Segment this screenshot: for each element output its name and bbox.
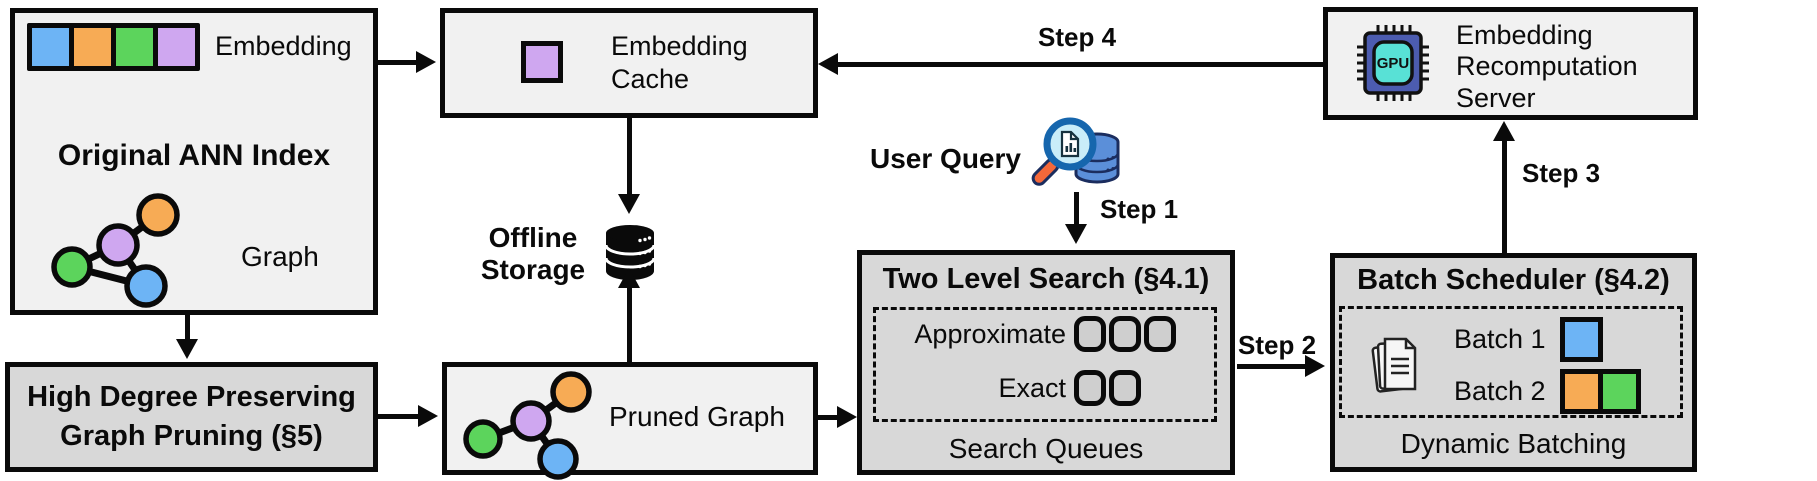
step1-label: Step 1 [1100,194,1179,224]
arrow-step1-head [1065,224,1087,244]
step2-label: Step 2 [1238,330,1317,360]
arrow-pruned-to-search-line [818,415,840,420]
embedding-swatch-blue [32,28,69,66]
graph-pruning-title: High Degree Preserving Graph Pruning (§5… [27,380,356,452]
two-level-search-box: Two Level Search (§4.1) Approximate Exac… [857,250,1235,475]
embedding-cache-title: Embedding Cache [611,31,748,95]
embedding-swatch-orange [74,28,111,66]
gpu-icon: GPU [1357,25,1429,101]
step3-label: Step 3 [1522,158,1601,188]
arrow-step3-head [1493,121,1515,141]
queue-slot [1144,316,1176,352]
gpu-icon-label: GPU [1377,55,1410,72]
approximate-queue-slots [1074,316,1176,352]
original-ann-index-box: Embedding Original ANN Index Graph [10,8,378,315]
arrow-pruning-to-pruned-line [378,414,420,419]
queue-slot [1074,370,1106,406]
original-ann-index-title: Original ANN Index [57,139,331,172]
arrow-pruned-to-storage-head [618,268,640,288]
arrow-pruning-to-pruned-head [418,405,438,427]
batch1-swatch-blue [1564,322,1598,357]
pruned-graph-label: Pruned Graph [609,401,785,432]
user-query-label: User Query [870,143,1021,174]
arrow-step2-line [1237,364,1307,369]
graph-label: Graph [241,241,319,272]
exact-label: Exact [998,372,1066,403]
arrow-step2-head [1305,355,1325,377]
documents-icon [1371,337,1417,393]
arrow-index-to-cache-head [416,51,436,73]
arrow-step1-line [1074,192,1079,226]
dynamic-batching-caption: Dynamic Batching [1400,428,1627,459]
arrow-pruned-to-storage-line [627,288,632,362]
batch2-swatch-orange [1564,374,1598,409]
graph-pruning-box: High Degree Preserving Graph Pruning (§5… [5,362,378,472]
arrow-index-to-cache-line [378,60,418,65]
ann-graph-icon [51,193,180,308]
embedding-swatch-purple [158,28,195,66]
search-queues-caption: Search Queues [948,433,1144,464]
pruned-graph-box: Pruned Graph [442,362,818,480]
arrow-cache-to-storage-head [618,194,640,214]
embedding-cache-box: Embedding Cache [440,8,818,118]
recomputation-server-title: Embedding Recomputation Server [1456,20,1638,113]
user-query-icon [1031,117,1120,186]
batch2-swatches [1559,369,1641,414]
approximate-label: Approximate [914,318,1066,349]
offline-storage-label: Offline Storage [480,222,586,286]
dynamic-batching-panel: Batch 1 Batch 2 [1339,306,1683,418]
arrow-index-to-pruning-head [176,339,198,359]
arrow-step3-line [1502,140,1507,253]
batch-scheduler-title: Batch Scheduler (§4.2) [1357,264,1670,296]
step4-label: Step 4 [1038,22,1117,52]
queue-slot [1074,316,1106,352]
batch2-swatch-green [1602,374,1636,409]
search-queues-panel: Approximate Exact [873,307,1217,422]
batch2-label: Batch 2 [1454,376,1546,406]
arrow-pruned-to-search-head [837,406,857,428]
embedding-label: Embedding [215,31,352,61]
embedding-swatch-green [116,28,153,66]
batch-scheduler-box: Batch Scheduler (§4.2) Batch 1 [1330,253,1697,472]
arrow-index-to-pruning-line [185,315,190,341]
pruned-graph-icon [463,371,592,480]
two-level-search-title: Two Level Search (§4.1) [882,263,1210,295]
queue-slot [1109,370,1141,406]
arrow-cache-to-storage-line [627,118,632,196]
batch1-label: Batch 1 [1454,324,1546,354]
cached-embedding-swatch [521,41,563,83]
batch1-swatches [1559,317,1603,362]
queue-slot [1109,316,1141,352]
embedding-vector-icon [27,23,200,71]
recomputation-server-box: GPU Embedding Recomputation Server [1323,7,1698,120]
exact-queue-slots [1074,370,1141,406]
arrow-step4-line [838,62,1323,67]
arrow-step4-head [818,53,838,75]
